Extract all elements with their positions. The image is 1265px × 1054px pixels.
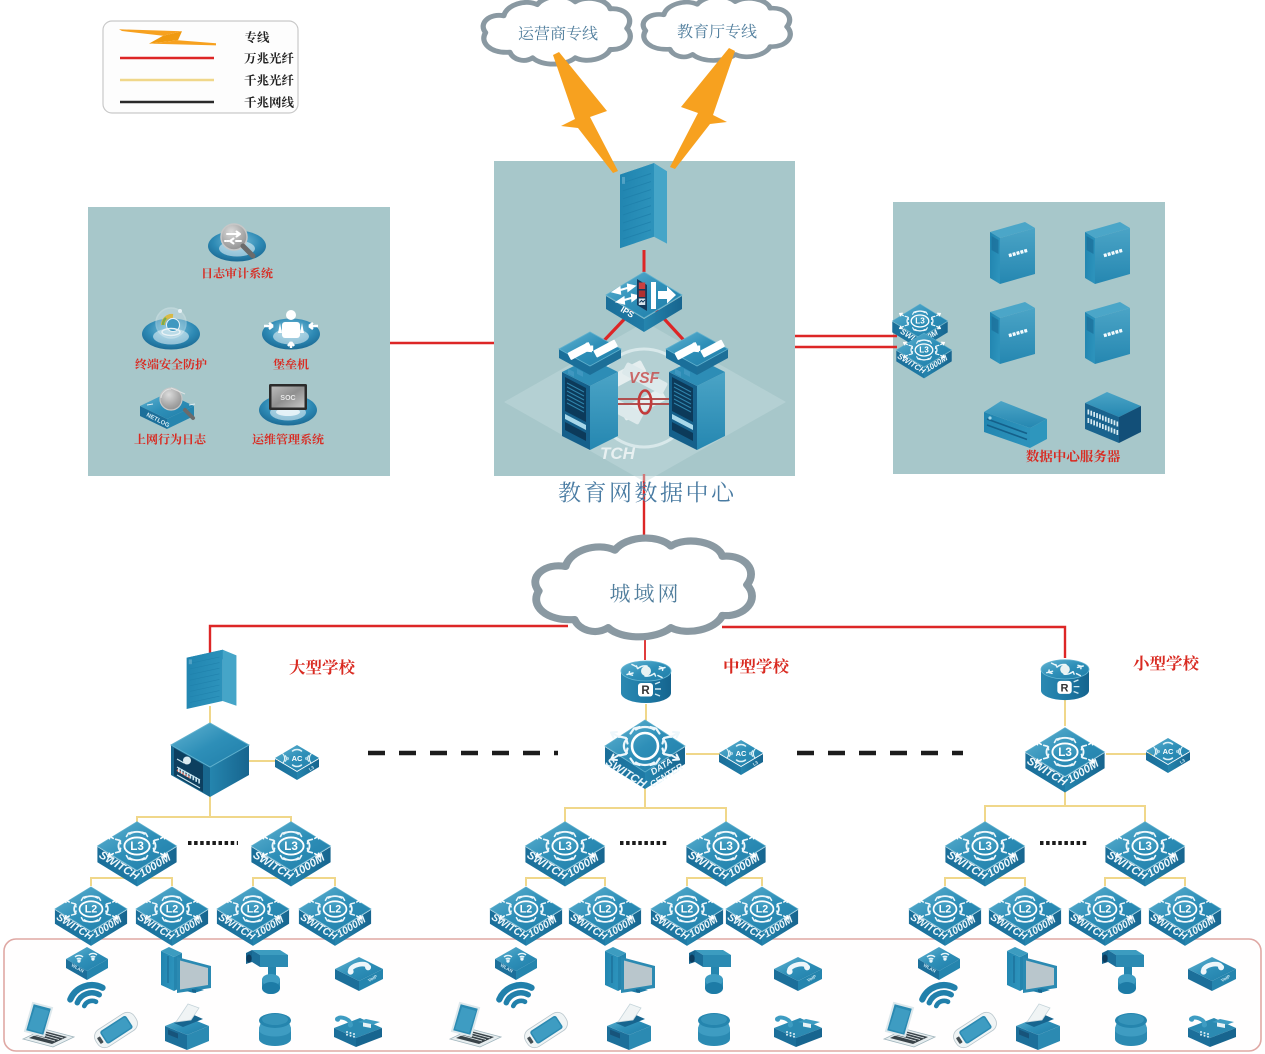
svg-text:L3: L3 <box>915 317 925 326</box>
svg-text:L2: L2 <box>520 903 533 915</box>
svg-text:L3: L3 <box>558 840 572 853</box>
svg-text:L2: L2 <box>166 903 179 915</box>
svg-text:L2: L2 <box>939 903 952 915</box>
svg-text:SOC: SOC <box>280 395 295 402</box>
svg-text:L3: L3 <box>284 840 298 853</box>
svg-text:L2: L2 <box>681 903 694 915</box>
svg-text:L3: L3 <box>919 346 929 355</box>
svg-text:L2: L2 <box>247 903 260 915</box>
svg-text:L2: L2 <box>1099 903 1112 915</box>
svg-text:L2: L2 <box>756 903 769 915</box>
svg-text:L2: L2 <box>329 903 342 915</box>
svg-text:L3: L3 <box>719 840 733 853</box>
svg-text:L3: L3 <box>1138 840 1152 853</box>
svg-text:L3: L3 <box>978 840 992 853</box>
svg-text:VSF: VSF <box>629 370 660 387</box>
svg-text:L2: L2 <box>599 903 612 915</box>
svg-text:L2: L2 <box>85 903 98 915</box>
svg-text:L2: L2 <box>1019 903 1032 915</box>
svg-text:L3: L3 <box>130 840 144 853</box>
svg-text:L2: L2 <box>1179 903 1192 915</box>
svg-text:L3: L3 <box>1058 746 1072 759</box>
svg-text:TCH: TCH <box>600 444 636 463</box>
